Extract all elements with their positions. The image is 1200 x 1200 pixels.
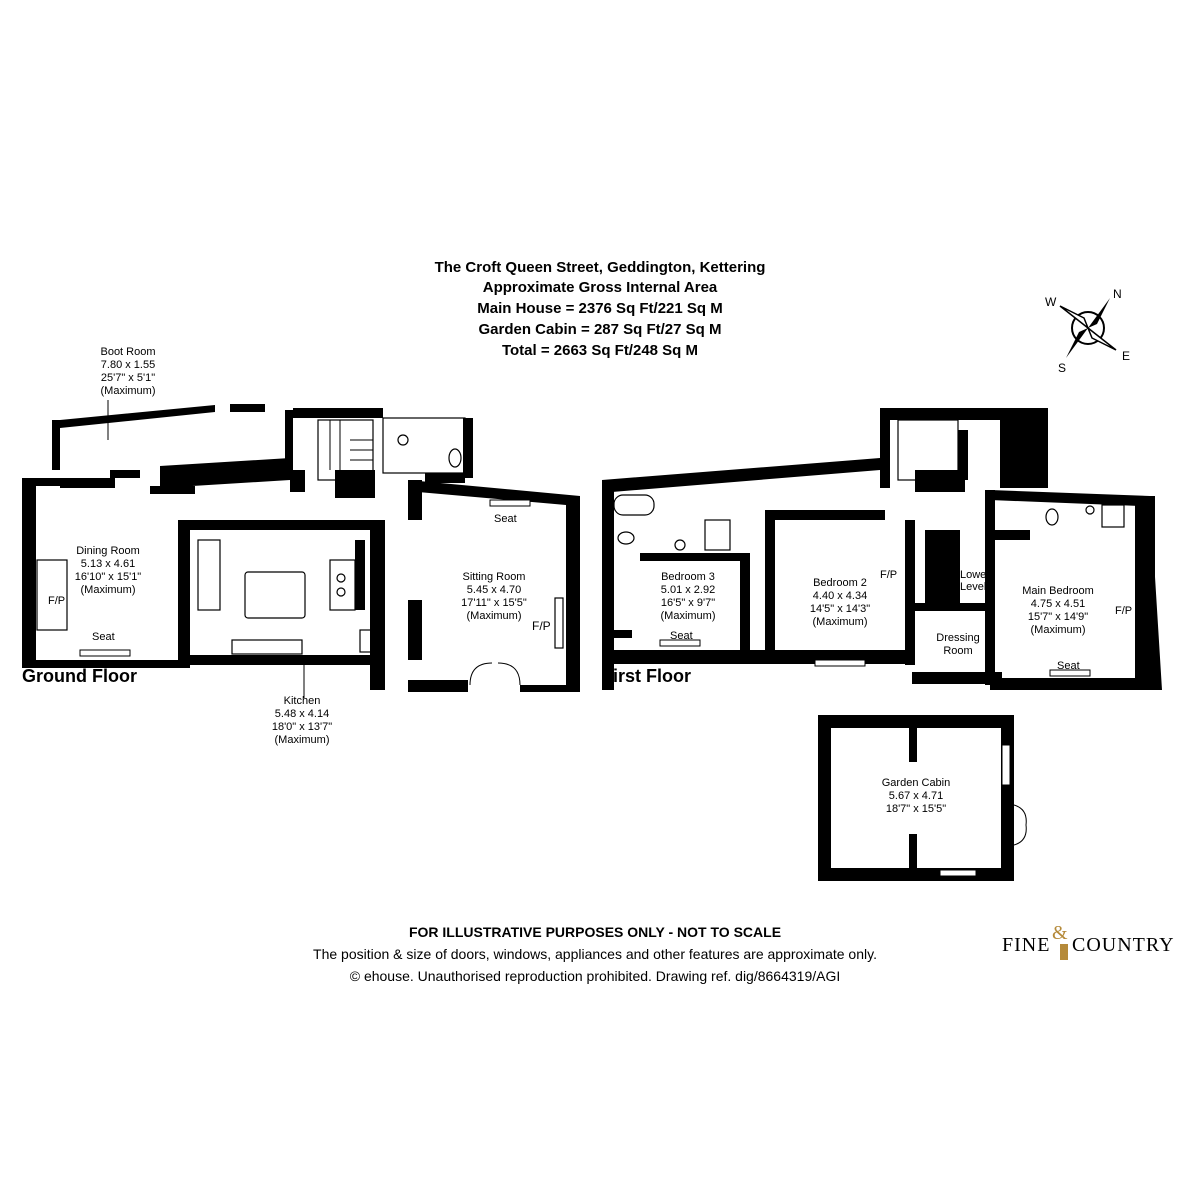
main-bedroom-fp: F/P bbox=[1115, 605, 1132, 617]
lower-level-line2: Level bbox=[960, 581, 986, 593]
sitting-room-note: (Maximum) bbox=[467, 610, 522, 622]
main-bedroom-seat: Seat bbox=[1057, 660, 1080, 672]
garden-cabin-name: Garden Cabin bbox=[882, 777, 951, 789]
main-bedroom-metric: 4.75 x 4.51 bbox=[1031, 598, 1085, 610]
dining-room-name: Dining Room bbox=[76, 545, 140, 557]
disclaimer-body: The position & size of doors, windows, a… bbox=[313, 946, 877, 962]
dining-room-seat: Seat bbox=[92, 631, 115, 643]
bedroom2-seat: Seat bbox=[826, 650, 849, 662]
plan-title: The Croft Queen Street, Geddington, Kett… bbox=[434, 259, 766, 276]
ground-floor-plan: Dining Room 5.13 x 4.61 16'10" x 15'1" (… bbox=[22, 346, 580, 746]
copyright-line: © ehouse. Unauthorised reproduction proh… bbox=[349, 968, 841, 984]
logo-pillar-icon bbox=[1060, 944, 1068, 960]
bedroom2-metric: 4.40 x 4.34 bbox=[813, 590, 867, 602]
garden-cabin-imperial: 18'7" x 15'5" bbox=[886, 803, 946, 815]
bedroom3-seat: Seat bbox=[670, 630, 693, 642]
first-floor-plan: Bedroom 3 5.01 x 2.92 16'5" x 9'7" (Maxi… bbox=[602, 408, 1162, 690]
sitting-room-fp: F/P bbox=[532, 619, 551, 633]
compass-w: W bbox=[1045, 295, 1057, 309]
bedroom3-metric: 5.01 x 2.92 bbox=[661, 584, 715, 596]
compass-n: N bbox=[1113, 287, 1122, 301]
boot-room-name: Boot Room bbox=[100, 346, 155, 358]
first-floor-label: First Floor bbox=[602, 666, 691, 686]
bedroom3-imperial: 16'5" x 9'7" bbox=[661, 597, 715, 609]
area-subtitle: Approximate Gross Internal Area bbox=[482, 279, 718, 296]
main-bedroom-name: Main Bedroom bbox=[1022, 585, 1094, 597]
disclaimer-title: FOR ILLUSTRATIVE PURPOSES ONLY - NOT TO … bbox=[408, 924, 782, 940]
bedroom2-note: (Maximum) bbox=[813, 616, 868, 628]
dining-room-metric: 5.13 x 4.61 bbox=[81, 558, 135, 570]
boot-room-imperial: 25'7" x 5'1" bbox=[101, 372, 155, 384]
main-bedroom-note: (Maximum) bbox=[1031, 624, 1086, 636]
logo-ampersand: & bbox=[1052, 922, 1068, 944]
kitchen-note: (Maximum) bbox=[275, 734, 330, 746]
ground-floor-label: Ground Floor bbox=[22, 666, 137, 686]
lower-level-line1: Lower bbox=[960, 569, 990, 581]
fine-country-logo: Fine & Country bbox=[1000, 922, 1174, 968]
compass-rose-icon: N E S W bbox=[1045, 287, 1130, 375]
sitting-room-seat: Seat bbox=[494, 513, 517, 525]
dressing-room-line1: Dressing bbox=[936, 632, 979, 644]
sitting-room-metric: 5.45 x 4.70 bbox=[467, 584, 521, 596]
bedroom3-note: (Maximum) bbox=[661, 610, 716, 622]
dressing-room-line2: Room bbox=[943, 645, 972, 657]
garden-cabin-plan: Garden Cabin 5.67 x 4.71 18'7" x 15'5" bbox=[818, 715, 1027, 881]
compass-e: E bbox=[1122, 349, 1130, 363]
kitchen-name: Kitchen bbox=[284, 695, 321, 707]
sitting-room-name: Sitting Room bbox=[463, 571, 526, 583]
bedroom2-imperial: 14'5" x 14'3" bbox=[810, 603, 870, 615]
boot-room-metric: 7.80 x 1.55 bbox=[101, 359, 155, 371]
sitting-room-imperial: 17'11" x 15'5" bbox=[461, 597, 527, 609]
kitchen-metric: 5.48 x 4.14 bbox=[275, 708, 329, 720]
logo-right-word: Country bbox=[1072, 934, 1175, 956]
garden-cabin-metric: 5.67 x 4.71 bbox=[889, 790, 943, 802]
dining-room-imperial: 16'10" x 15'1" bbox=[75, 571, 142, 583]
compass-s: S bbox=[1058, 361, 1066, 375]
boot-room-note: (Maximum) bbox=[101, 385, 156, 397]
total-area: Total = 2663 Sq Ft/248 Sq M bbox=[501, 342, 699, 359]
bedroom2-name: Bedroom 2 bbox=[813, 577, 867, 589]
logo-left-word: Fine bbox=[1002, 934, 1051, 956]
main-house-area: Main House = 2376 Sq Ft/221 Sq M bbox=[477, 300, 723, 317]
main-bedroom-imperial: 15'7" x 14'9" bbox=[1028, 611, 1088, 623]
bedroom3-name: Bedroom 3 bbox=[661, 571, 715, 583]
dining-room-note: (Maximum) bbox=[81, 584, 136, 596]
kitchen-imperial: 18'0" x 13'7" bbox=[272, 721, 332, 733]
dining-room-fp: F/P bbox=[48, 595, 65, 607]
bedroom2-fp: F/P bbox=[880, 569, 897, 581]
garden-cabin-area: Garden Cabin = 287 Sq Ft/27 Sq M bbox=[478, 321, 722, 338]
